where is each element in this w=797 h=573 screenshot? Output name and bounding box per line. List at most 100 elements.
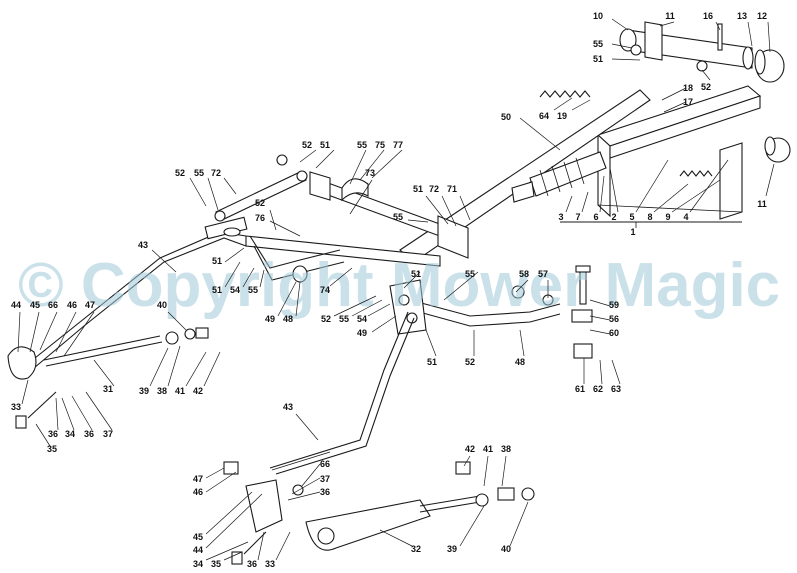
left-rod — [29, 216, 248, 369]
part-number-label: 66 — [320, 459, 330, 469]
part-number-label: 38 — [157, 386, 167, 396]
leader-line — [653, 183, 689, 213]
leader-line — [483, 455, 489, 487]
leader-line — [441, 195, 457, 227]
part-number-label: 33 — [265, 559, 275, 569]
part-number-label: 74 — [320, 285, 330, 295]
part-number-label: 76 — [255, 213, 265, 223]
part-number-label: 37 — [320, 474, 330, 484]
upper-link — [214, 170, 308, 222]
part-number-label: 8 — [647, 212, 652, 222]
part-number-label: 35 — [211, 559, 221, 569]
leader-line — [635, 159, 669, 213]
leader-line — [565, 195, 573, 213]
leader-line — [299, 149, 317, 163]
leader-line — [205, 493, 263, 549]
leader-line — [425, 329, 437, 357]
leader-line — [515, 279, 529, 293]
part-number-label: 44 — [11, 300, 21, 310]
part-number-label: 4 — [683, 212, 688, 222]
part-number-label: 59 — [609, 300, 619, 310]
leader-line — [663, 101, 687, 113]
part-number-label: 43 — [283, 402, 293, 412]
leader-line — [371, 149, 403, 179]
part-number-label: 52 — [701, 82, 711, 92]
part-number-label: 54 — [357, 314, 367, 324]
part-number-label: 36 — [48, 429, 58, 439]
leader-line — [519, 329, 525, 357]
leader-line — [287, 491, 321, 501]
leader-line — [329, 267, 353, 287]
leader-line — [35, 423, 51, 447]
part-number-label: 11 — [757, 199, 767, 209]
leader-line — [151, 249, 177, 273]
part-number-label: 52 — [321, 314, 331, 324]
leader-line — [277, 281, 297, 317]
leader-line — [205, 491, 253, 535]
leader-line — [407, 219, 429, 223]
leader-line — [671, 179, 721, 213]
part-number-label: 36 — [247, 559, 257, 569]
part-number-label: 52 — [175, 168, 185, 178]
part-number-label: 42 — [193, 386, 203, 396]
leader-line — [29, 311, 40, 353]
cross-shaft — [245, 171, 469, 267]
part-number-label: 36 — [320, 487, 330, 497]
part-number-label: 58 — [519, 269, 529, 279]
leader-line — [295, 281, 301, 317]
leader-line — [269, 220, 301, 237]
part-number-label: 49 — [357, 328, 367, 338]
leader-line — [611, 43, 633, 49]
leader-line — [689, 159, 729, 213]
leader-line — [553, 97, 573, 111]
leader-line — [379, 529, 413, 547]
leader-line — [295, 413, 319, 441]
part-number-label: 18 — [683, 83, 693, 93]
leader-line — [501, 455, 507, 487]
part-number-label: 71 — [447, 184, 457, 194]
left-adjuster — [7, 327, 209, 429]
fasteners — [223, 44, 708, 496]
leader-line — [85, 391, 113, 431]
leader-line — [39, 311, 58, 351]
leader-line — [205, 471, 237, 493]
springs — [539, 90, 791, 177]
leader-line — [589, 329, 611, 335]
part-number-label: 63 — [611, 384, 621, 394]
part-number-label: 31 — [103, 384, 113, 394]
leader-line — [371, 315, 397, 333]
main-frame — [560, 85, 762, 228]
part-number-label: 6 — [593, 212, 598, 222]
part-number-label: 75 — [375, 140, 385, 150]
part-number-label: 35 — [47, 444, 57, 454]
leader-lines — [17, 18, 775, 561]
part-number-label: 51 — [427, 357, 437, 367]
part-number-label: 61 — [575, 384, 585, 394]
leader-line — [659, 21, 675, 27]
part-number-label: 46 — [193, 487, 203, 497]
part-number-label: 41 — [175, 386, 185, 396]
leader-line — [403, 271, 421, 289]
leader-line — [599, 175, 605, 213]
leader-line — [351, 299, 383, 317]
watermark-text: © Copyright Mower Magic — [18, 251, 780, 320]
leader-line — [589, 299, 611, 307]
leader-line — [701, 69, 711, 81]
part-number-label: 42 — [465, 444, 475, 454]
part-number-label: 5 — [629, 212, 634, 222]
leader-line — [269, 209, 277, 231]
leader-line — [55, 311, 77, 353]
part-number-label: 72 — [429, 184, 439, 194]
part-number-label: 54 — [230, 285, 240, 295]
leader-line — [224, 261, 241, 288]
leader-line — [765, 163, 775, 197]
lower-rod — [269, 311, 415, 475]
part-number-label: 37 — [103, 429, 113, 439]
leader-line — [581, 191, 589, 213]
part-number-label: 33 — [11, 402, 21, 412]
part-number-label: 49 — [265, 314, 275, 324]
leader-line — [611, 359, 621, 385]
